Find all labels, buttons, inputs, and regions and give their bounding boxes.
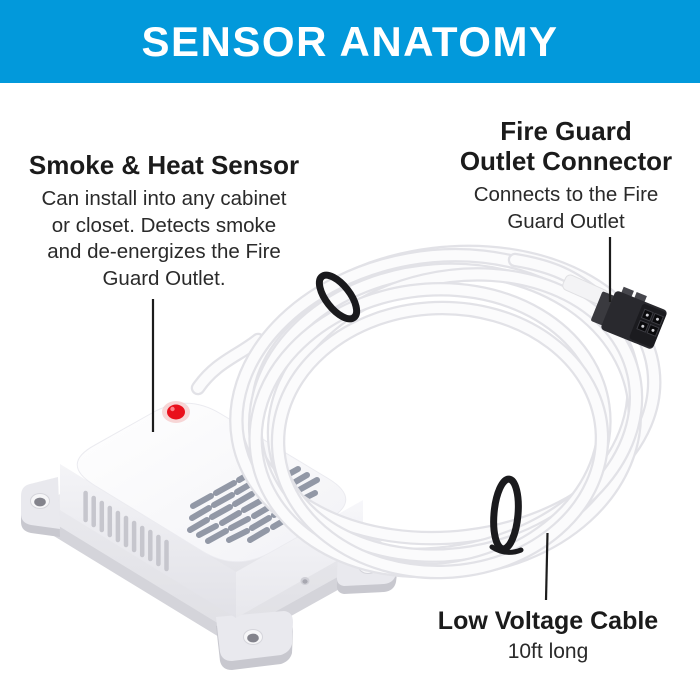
- sensor-callout: Smoke & Heat Sensor Can install into any…: [14, 150, 314, 292]
- body-left-face: [60, 464, 236, 618]
- page-title: SENSOR ANATOMY: [141, 17, 559, 65]
- cable-entry-strand: [190, 332, 266, 396]
- connector-title-line: Fire Guard: [500, 116, 632, 146]
- pinhole: [300, 577, 310, 585]
- cable-callout-subtitle: 10ft long: [507, 640, 589, 663]
- cable-ties: [315, 271, 524, 555]
- callout-lines: [151, 237, 612, 601]
- sensor-desc-line: Guard Outlet.: [102, 266, 226, 290]
- cable-exit-strand: [507, 252, 609, 306]
- smoke-heat-sensor-unit: [21, 401, 399, 670]
- connector-desc-line: Guard Outlet: [507, 209, 625, 233]
- connector-callout-description: Connects to the Fire Guard Outlet: [436, 182, 696, 235]
- coiled-cable: [229, 244, 662, 580]
- sensor-callout-description: Can install into any cabinet or closet. …: [14, 186, 314, 292]
- connector-callout: Fire Guard Outlet Connector Connects to …: [436, 116, 696, 235]
- mounting-flange-left: [21, 477, 60, 537]
- led-indicator: [162, 401, 190, 423]
- connector-callout-title: Fire Guard Outlet Connector: [436, 116, 696, 176]
- sensor-desc-line: Can install into any cabinet: [41, 187, 287, 210]
- mounting-flange-front: [216, 611, 293, 670]
- cable-tie-bottom: [490, 475, 522, 553]
- vent-slots: [83, 490, 169, 572]
- fire-guard-outlet-connector-plug: [591, 286, 667, 349]
- header-banner: SENSOR ANATOMY: [0, 0, 700, 83]
- cable-callout: Low Voltage Cable 10ft long: [418, 606, 678, 666]
- cable-callout-line: [544, 532, 549, 601]
- sensor-desc-line: and de-energizes the Fire: [47, 240, 281, 263]
- cable-tie-tail: [489, 544, 524, 555]
- sensor-desc-line: or closet. Detects smoke: [51, 213, 277, 237]
- cable-tie-top: [315, 271, 361, 323]
- sensor-callout-title: Smoke & Heat Sensor: [28, 150, 300, 180]
- cable-callout-title: Low Voltage Cable: [437, 607, 659, 635]
- connector-desc-line: Connects to the Fire: [473, 183, 659, 206]
- connector-title-line: Outlet Connector: [459, 146, 673, 176]
